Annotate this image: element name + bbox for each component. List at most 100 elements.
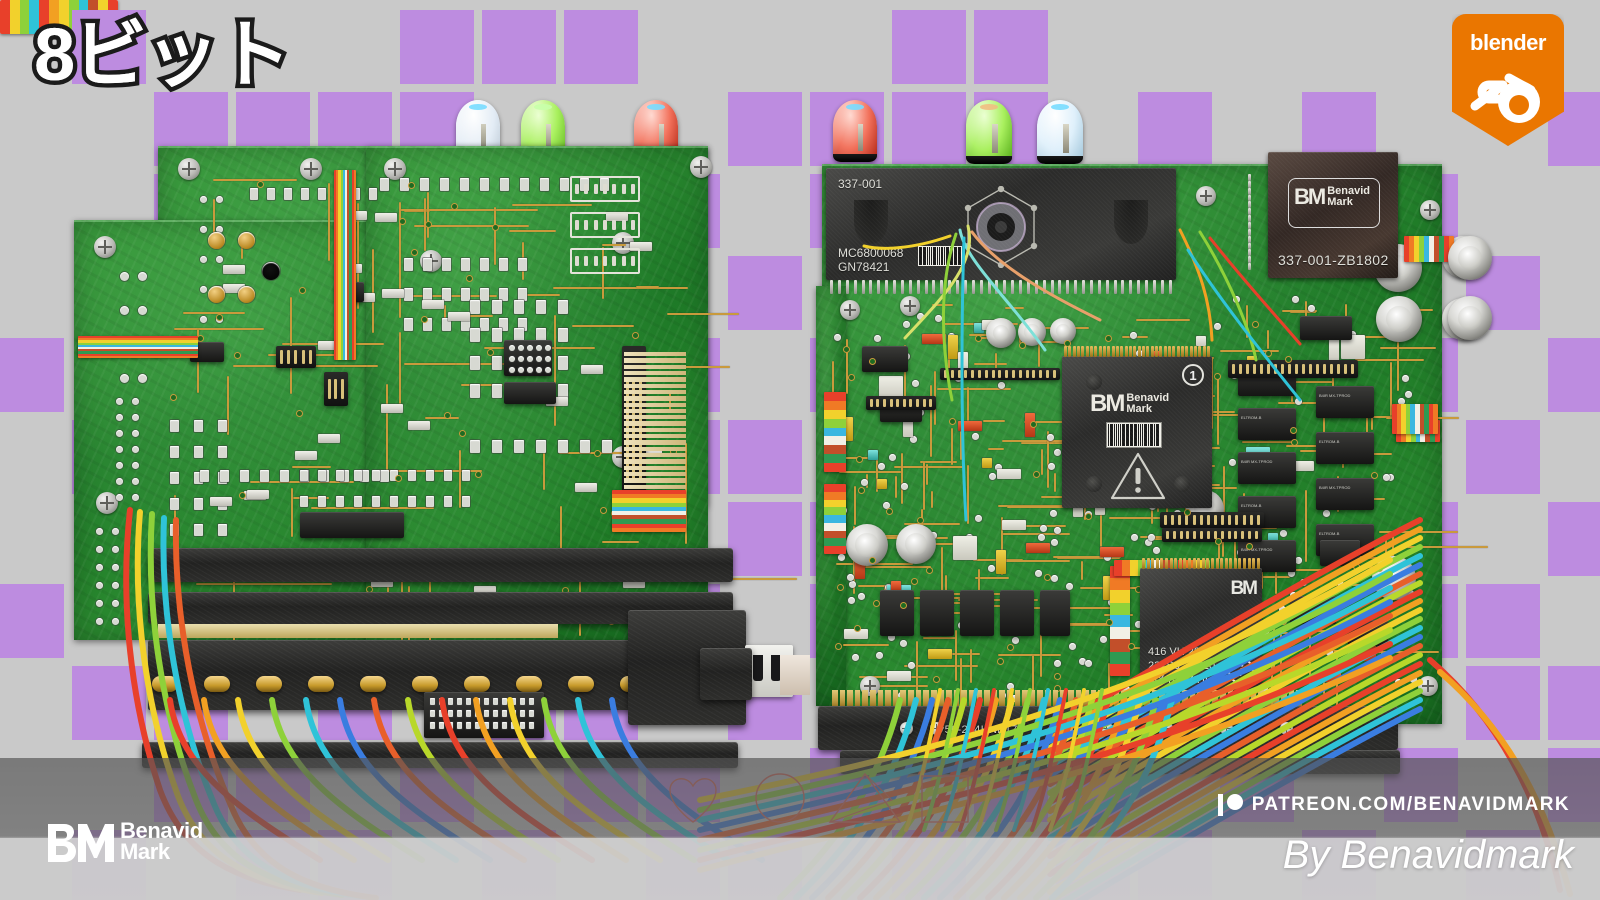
background-tile [974, 10, 1048, 84]
chip-pin [1072, 346, 1076, 357]
header-pin [1052, 370, 1056, 378]
solder-pad [96, 546, 103, 553]
pin-header [866, 396, 936, 410]
resistor [546, 396, 569, 406]
pcb-trace [1083, 497, 1086, 521]
chip-pin [1248, 249, 1251, 257]
chip-pin [1248, 201, 1251, 209]
solder-pad [974, 515, 982, 523]
chip-pin [1150, 346, 1154, 357]
solder-pad [470, 440, 480, 453]
chip-pin [1206, 558, 1210, 569]
pcb-trace [509, 229, 557, 232]
chip-pin [1256, 558, 1260, 569]
smd-ic-label: ELTROM-B [1241, 503, 1262, 508]
solder-pad [220, 470, 229, 482]
pcb-via [298, 287, 306, 295]
pcb-trace [967, 386, 970, 423]
backplane-screw [1060, 722, 1073, 735]
solder-pad [200, 470, 209, 482]
edge-finger [946, 690, 952, 706]
pcb-trace [1299, 450, 1322, 453]
module-pin [457, 698, 462, 705]
edge-finger [984, 690, 990, 706]
ribbon-conductor [1433, 404, 1438, 434]
solder-pad [116, 478, 123, 485]
pcb-trace [372, 249, 375, 333]
socket-pin [621, 256, 626, 266]
edge-finger [624, 465, 686, 470]
solder-pad [170, 420, 179, 432]
header-pin [1351, 363, 1354, 375]
edge-finger [1280, 690, 1287, 706]
solder-pad [847, 596, 855, 604]
edge-finger [1235, 690, 1241, 706]
resistor [1001, 519, 1026, 530]
edge-finger [624, 478, 686, 483]
byline: By Benavidmark [1282, 833, 1574, 877]
pcb-via [487, 349, 495, 357]
pcb-via [1371, 471, 1379, 479]
smd-ic-label: B4IR MX-TPROD [1319, 393, 1351, 398]
chip-pin [861, 280, 865, 294]
socket-pin [612, 220, 617, 230]
smd-ic-label: ELTROM-B [1241, 415, 1262, 420]
solder-pad [390, 470, 398, 481]
header-pin [334, 378, 338, 400]
solder-pad [1303, 685, 1311, 693]
solder-pad [558, 356, 568, 370]
socket-pin [574, 184, 579, 194]
module-pin [511, 710, 516, 717]
ribbon-conductor [824, 538, 846, 547]
edge-finger [1273, 690, 1279, 706]
pcb-via [974, 334, 982, 342]
chip-pin [1141, 346, 1145, 357]
patreon-link[interactable]: PATREON.COM/BENAVIDMARK [1217, 794, 1570, 816]
solder-pad [499, 258, 508, 271]
solder-pad [200, 316, 207, 323]
studio-name-line2: Mark [120, 839, 170, 864]
ribbon-conductor [612, 490, 686, 495]
background-tile [728, 92, 802, 166]
pcb-via [399, 217, 407, 225]
smd-ic: B4IR MX-TPROD [1238, 452, 1296, 484]
header-pin [1288, 363, 1291, 375]
backplane-screw [1160, 722, 1173, 735]
chip-pin [1085, 346, 1089, 357]
barcode-bar [1148, 424, 1149, 446]
socket-pin [602, 184, 607, 194]
pcb-trace [1006, 506, 1081, 509]
pcb-trace [970, 649, 973, 683]
ribbon-cable [612, 490, 686, 532]
resistor [623, 579, 646, 589]
studio-logo: Benavid Mark [44, 820, 203, 864]
pcb-trace [1336, 655, 1339, 712]
pcb-trace [1279, 633, 1282, 687]
ribbon-conductor [78, 347, 198, 350]
chip-brand-line2: Mark [1126, 403, 1153, 415]
ribbon-conductor [1110, 663, 1130, 676]
pcb-trace [1002, 533, 1071, 536]
pcb-trace [967, 464, 970, 524]
mask-rom-pins-top [1142, 558, 1260, 569]
socket-pin [584, 256, 589, 266]
solder-pad [480, 318, 489, 331]
chip-pin [1120, 346, 1124, 357]
ribbon-conductor [1110, 614, 1130, 628]
pin-field [504, 340, 552, 376]
solder-pad [480, 258, 489, 271]
ribbon-conductor [1110, 639, 1130, 652]
pcb-trace [853, 486, 856, 525]
ribbon-conductor [1110, 590, 1130, 603]
edge-finger [1098, 690, 1104, 706]
chip-pin [1168, 280, 1172, 294]
resistor [605, 211, 628, 221]
ribbon-conductor [824, 392, 846, 401]
chip-pin [1011, 280, 1015, 294]
chip-pin [1174, 558, 1178, 569]
chip-brand-logo: BM Benavid Mark [1090, 390, 1169, 418]
resistor [382, 289, 405, 299]
solder-pad [354, 470, 362, 481]
chip-pin [1142, 558, 1145, 569]
pcb-via [1030, 421, 1038, 429]
